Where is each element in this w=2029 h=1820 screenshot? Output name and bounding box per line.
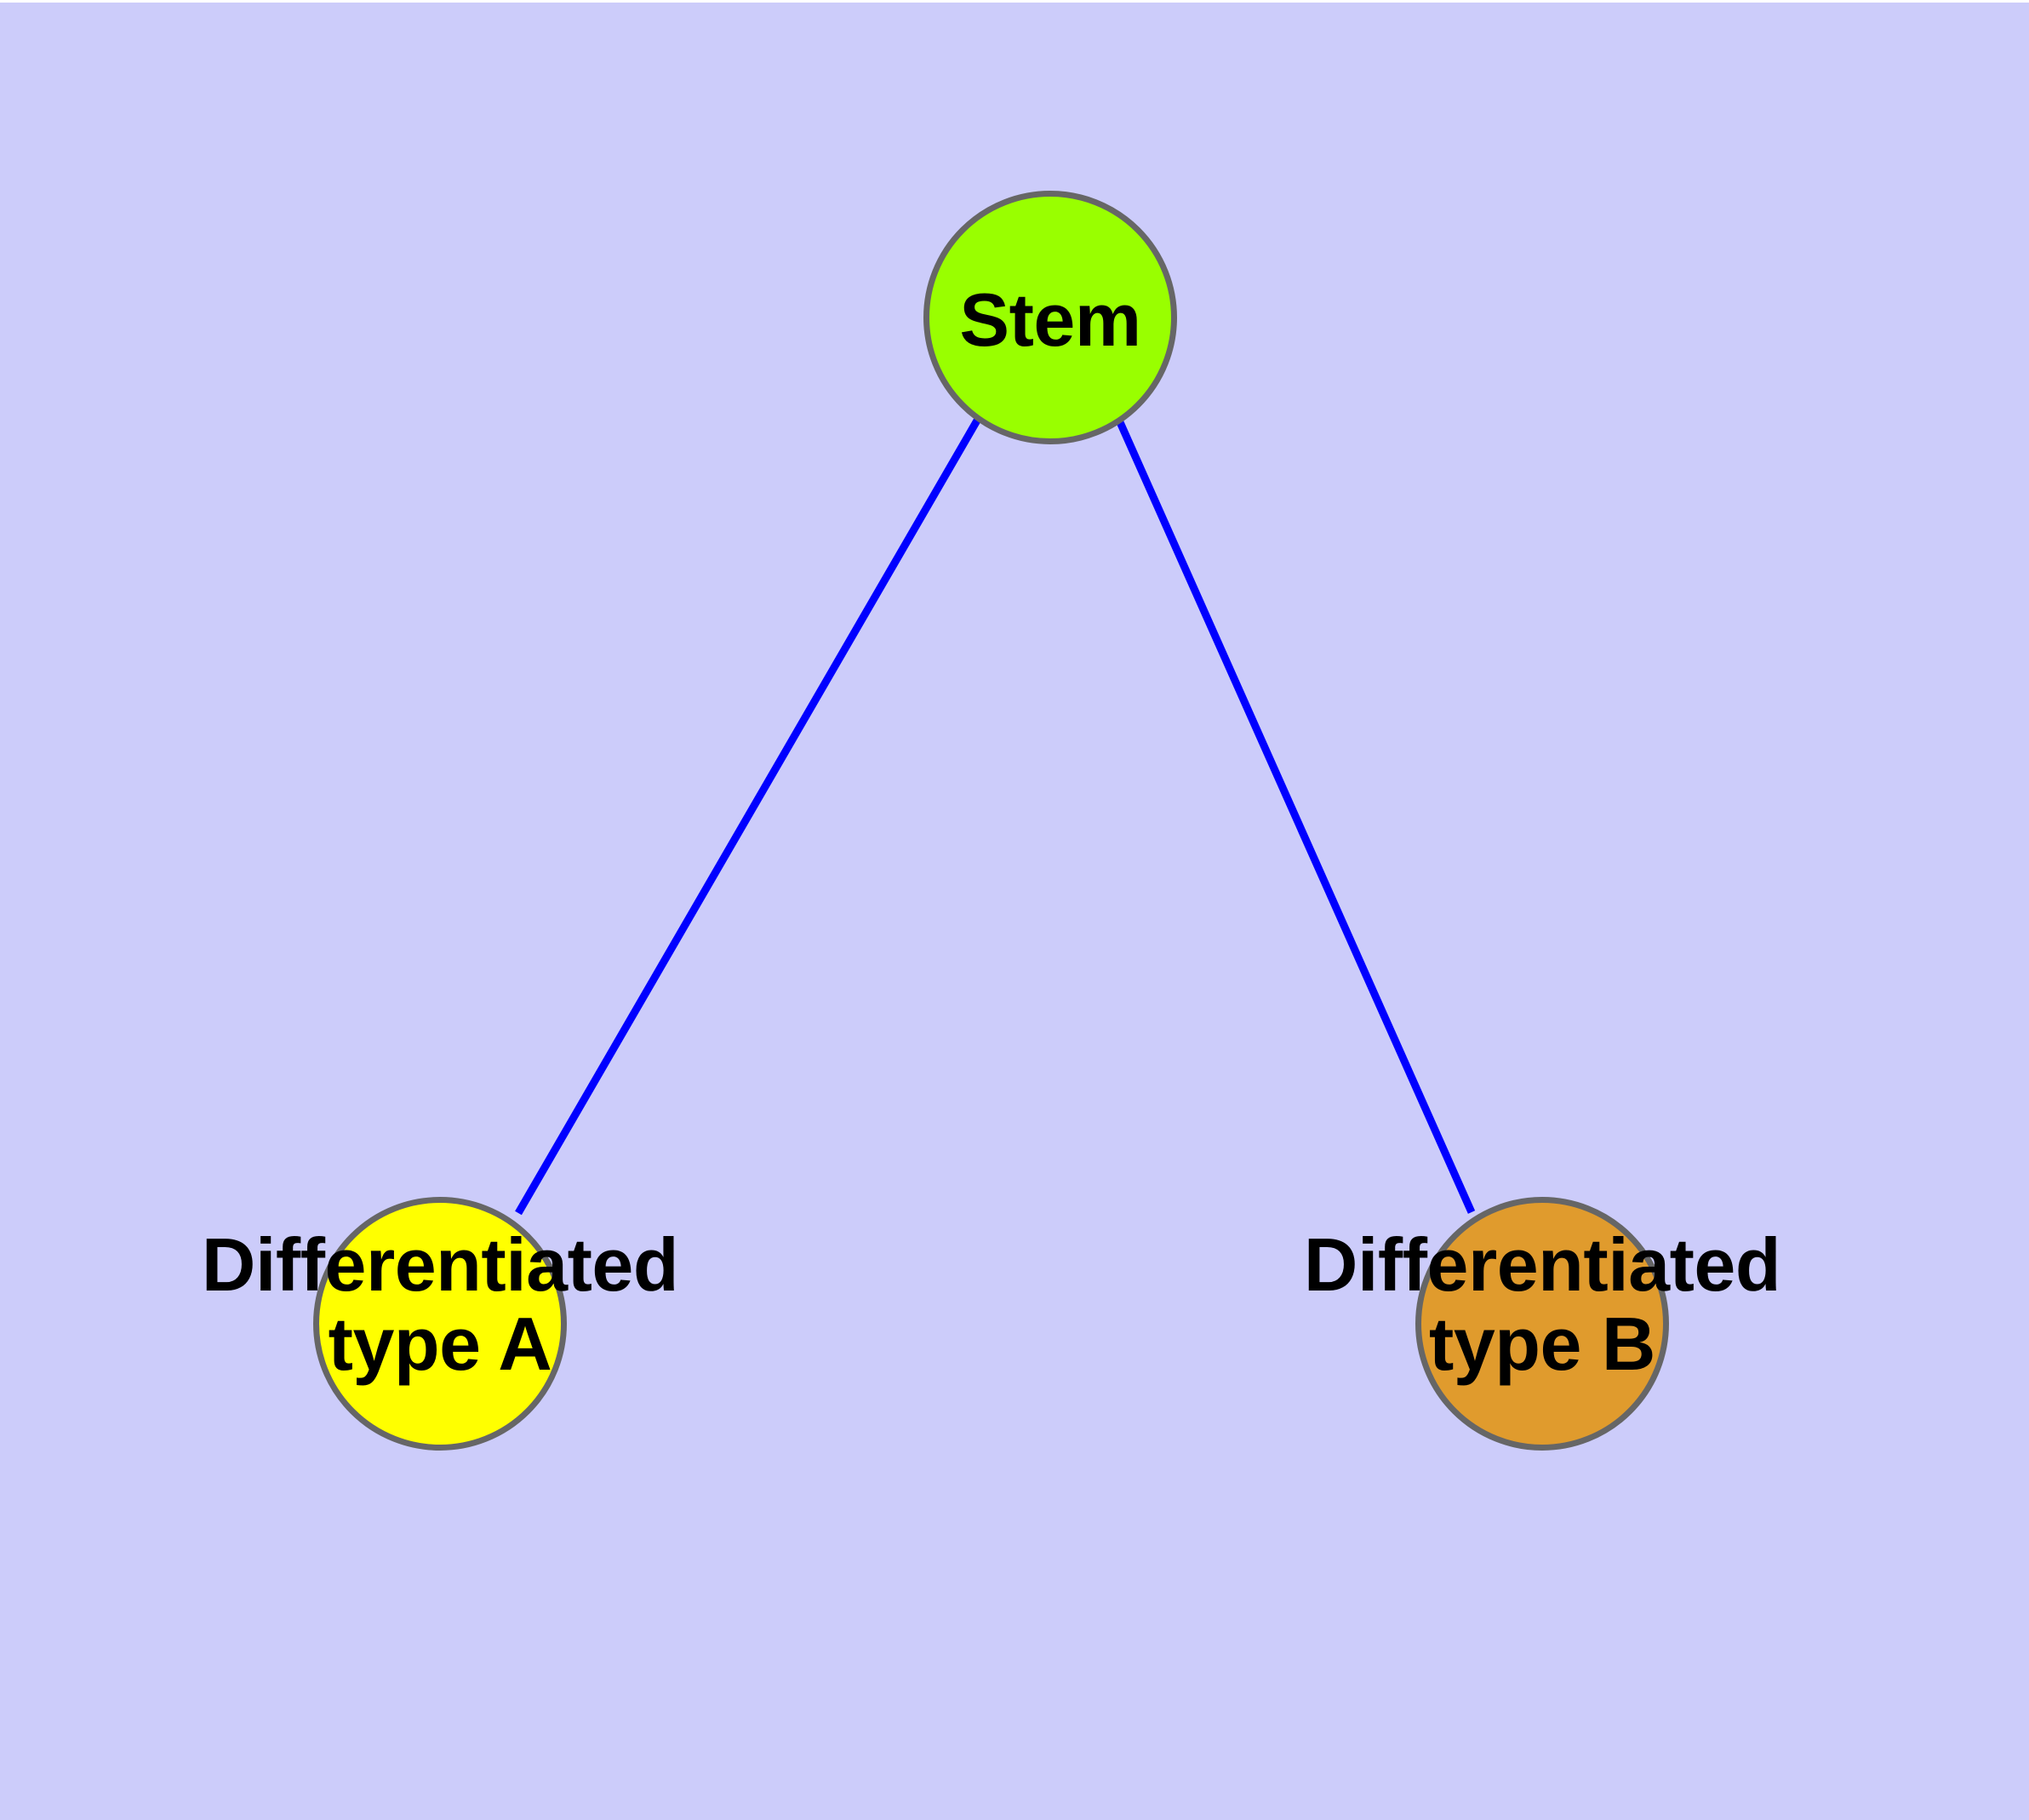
node-stem[interactable] [923, 191, 1177, 444]
node-differentiated-type-b[interactable] [1415, 1197, 1669, 1451]
edge-layer [515, 418, 1476, 1216]
node-layer [313, 191, 1669, 1451]
edge-stem-to-differentiated-type-b [1116, 421, 1476, 1214]
node-differentiated-type-a[interactable] [313, 1197, 567, 1451]
edge-stem-to-differentiated-type-a [515, 418, 980, 1216]
